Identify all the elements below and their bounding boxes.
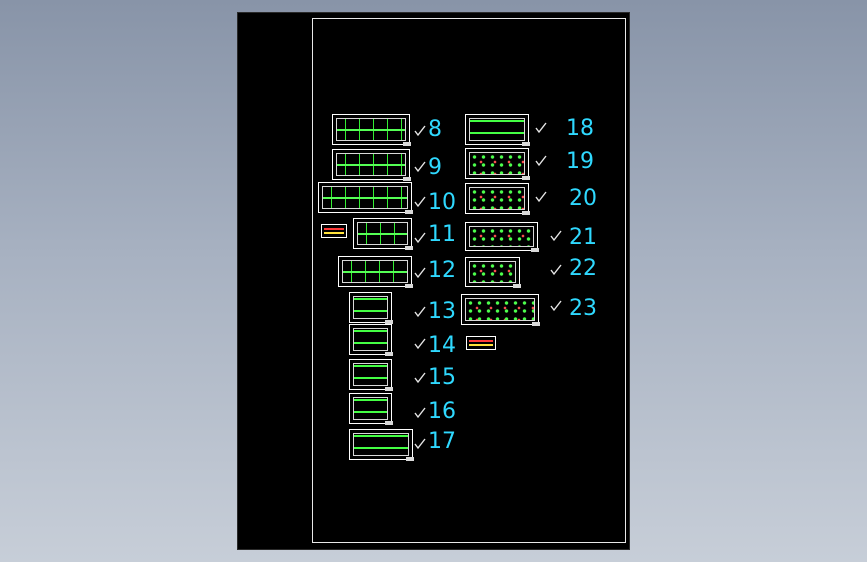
sheet-thumbnail[interactable]	[353, 218, 413, 250]
checkmark-icon	[535, 155, 547, 167]
sheet-number: 8	[428, 117, 442, 142]
sheet-thumbnail[interactable]	[349, 393, 393, 425]
sheet-thumbnail[interactable]	[465, 183, 530, 215]
checkmark-icon	[414, 407, 426, 419]
sheet-thumbnail[interactable]	[461, 294, 540, 326]
cad-drawing-canvas[interactable]: 8 9 10 11 12 13 14 15 16 17 18 19 20 21 …	[238, 13, 629, 549]
title-block-small	[466, 336, 496, 350]
checkmark-icon	[414, 125, 426, 137]
sheet-thumbnail[interactable]	[332, 149, 411, 181]
sheet-number: 17	[428, 429, 456, 454]
sheet-thumbnail[interactable]	[465, 148, 530, 180]
sheet-thumbnail[interactable]	[338, 256, 413, 288]
drawing-border-frame	[312, 18, 626, 543]
sheet-number: 10	[428, 190, 456, 215]
sheet-thumbnail[interactable]	[349, 324, 393, 356]
checkmark-icon	[414, 306, 426, 318]
sheet-number: 16	[428, 399, 456, 424]
title-block-small	[321, 224, 347, 238]
checkmark-icon	[414, 438, 426, 450]
sheet-thumbnail[interactable]	[332, 114, 411, 146]
checkmark-icon	[414, 267, 426, 279]
checkmark-icon	[550, 264, 562, 276]
sheet-number: 19	[566, 149, 594, 174]
sheet-thumbnail[interactable]	[349, 429, 414, 461]
sheet-number: 11	[428, 222, 456, 247]
sheet-number: 18	[566, 116, 594, 141]
checkmark-icon	[414, 338, 426, 350]
checkmark-icon	[414, 232, 426, 244]
sheet-number: 9	[428, 155, 442, 180]
sheet-number: 13	[428, 299, 456, 324]
sheet-thumbnail[interactable]	[318, 182, 413, 214]
checkmark-icon	[535, 122, 547, 134]
checkmark-icon	[550, 230, 562, 242]
sheet-thumbnail[interactable]	[349, 292, 393, 324]
sheet-number: 21	[569, 225, 597, 250]
sheet-number: 12	[428, 258, 456, 283]
sheet-thumbnail[interactable]	[465, 222, 539, 252]
sheet-number: 14	[428, 333, 456, 358]
sheet-thumbnail[interactable]	[349, 359, 393, 391]
checkmark-icon	[535, 191, 547, 203]
sheet-number: 22	[569, 256, 597, 281]
sheet-thumbnail[interactable]	[465, 114, 530, 146]
checkmark-icon	[414, 161, 426, 173]
sheet-number: 20	[569, 186, 597, 211]
checkmark-icon	[414, 372, 426, 384]
checkmark-icon	[414, 196, 426, 208]
sheet-number: 23	[569, 296, 597, 321]
sheet-number: 15	[428, 365, 456, 390]
checkmark-icon	[550, 300, 562, 312]
sheet-thumbnail[interactable]	[465, 257, 521, 288]
